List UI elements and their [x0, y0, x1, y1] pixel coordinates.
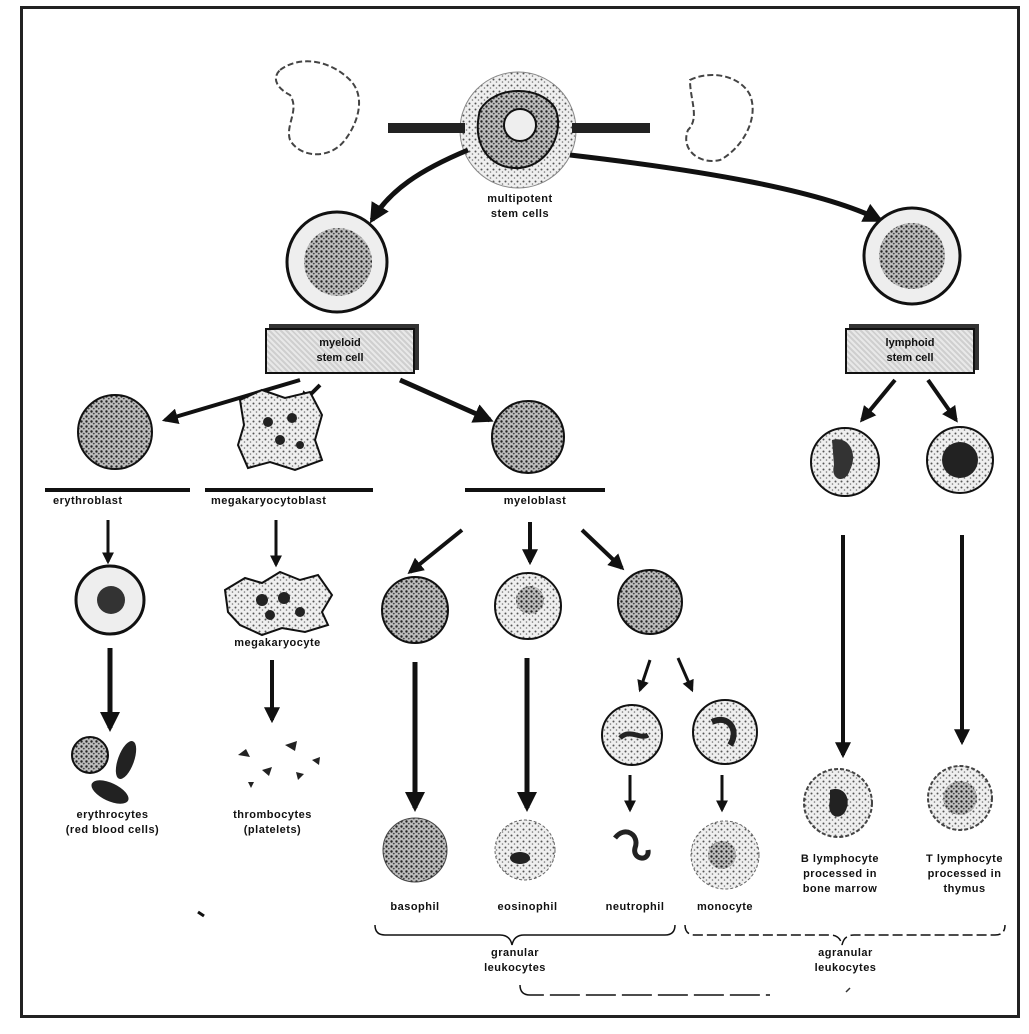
megakaryocyte-icon	[223, 570, 334, 637]
thrombocytes-label-line2: (platelets)	[243, 824, 302, 836]
monocyte-cell-icon	[690, 820, 760, 890]
neutrophil-monocyte-precursor-cell-icon	[617, 569, 683, 635]
eosinophil-label: eosinophil	[497, 901, 558, 913]
erythroid-progenitor-cell-icon	[77, 394, 153, 470]
agranular-leukocytes-label: agranular leukocytes	[798, 946, 893, 976]
b-lymphocyte-label: B lymphocyte processed in bone marrow	[780, 852, 900, 897]
t-lymphocyte-label-line2: processed in	[927, 868, 1002, 880]
stem-cell-label-line2: stem cells	[490, 208, 550, 220]
lymphoid-box-line2: stem cell	[886, 352, 934, 364]
stem-cell-label: multipotent stem cells	[470, 192, 570, 222]
myeloid-box-line1: myeloid	[319, 337, 361, 349]
b-lymphocyte-label-line1: B lymphocyte	[800, 853, 880, 865]
normoblast-cell-icon	[74, 564, 146, 636]
neutrophil-label: neutrophil	[605, 901, 665, 913]
megakaryocyte-label: megakaryocyte	[234, 637, 321, 649]
lymphoblast-b-cell-icon	[810, 427, 880, 497]
monocyte-precursor-cell-icon	[692, 699, 758, 765]
basophil-precursor-cell-icon	[381, 576, 449, 644]
lymphoid-stem-cell-box: lymphoid stem cell	[845, 328, 975, 374]
erythrocytes-label-line1: erythrocytes	[76, 809, 149, 821]
lymphoblast-t-cell-icon	[926, 426, 994, 494]
myeloid-stem-cell-box: myeloid stem cell	[265, 328, 415, 374]
agranular-label-line2: leukocytes	[814, 962, 877, 974]
leukocyte-group-braces	[374, 924, 1006, 996]
megakaryocytoblast-label: megakaryocytoblast	[211, 495, 327, 507]
erythrocytes-icon	[71, 736, 137, 804]
monocyte-label: monocyte	[697, 901, 753, 913]
basophil-label: basophil	[390, 901, 440, 913]
granular-leukocytes-label: granular leukocytes	[470, 946, 560, 976]
basophil-cell-icon	[382, 817, 448, 883]
bone-fragment-right-icon	[685, 74, 754, 162]
thrombocytes-label-line1: thrombocytes	[233, 809, 312, 821]
lymphoid-precursor-cell-icon	[862, 206, 962, 306]
t-lymphocyte-label-line1: T lymphocyte	[926, 853, 1003, 865]
t-lymphocyte-cell-icon	[927, 765, 993, 831]
megakaryocyte-progenitor-cell-icon	[236, 388, 324, 472]
lymphoid-box-line1: lymphoid	[885, 337, 935, 349]
myeloblast-label: myeloblast	[503, 495, 567, 507]
erythroblast-label: erythroblast	[53, 495, 123, 507]
myeloid-box-line2: stem cell	[316, 352, 364, 364]
erythrocytes-label: erythrocytes (red blood cells)	[40, 808, 185, 838]
myeloid-precursor-cell-icon	[285, 210, 389, 314]
multipotent-stem-cell-icon	[459, 71, 577, 189]
diagram-frame	[20, 6, 1020, 1018]
erythrocytes-label-line2: (red blood cells)	[65, 824, 160, 836]
stem-cell-label-line1: multipotent	[487, 193, 553, 205]
platelets-icon	[238, 741, 320, 788]
agranular-label-line1: agranular	[818, 947, 873, 959]
eosinophil-cell-icon	[494, 819, 556, 881]
neutrophil-precursor-cell-icon	[601, 704, 663, 766]
thrombocytes-label: thrombocytes (platelets)	[210, 808, 335, 838]
granular-label-line1: granular	[490, 947, 539, 959]
t-lymphocyte-label: T lymphocyte processed in thymus	[912, 852, 1017, 897]
bone-fragment-left-icon	[274, 60, 361, 156]
b-lymphocyte-cell-icon	[803, 768, 873, 838]
b-lymphocyte-label-line3: bone marrow	[802, 883, 878, 895]
eosinophil-precursor-cell-icon	[494, 572, 562, 640]
b-lymphocyte-label-line2: processed in	[803, 868, 877, 880]
myeloblast-cell-icon	[491, 400, 565, 474]
granular-label-line2: leukocytes	[484, 962, 546, 974]
neutrophil-cell-icon	[613, 829, 651, 861]
t-lymphocyte-label-line3: thymus	[943, 883, 986, 895]
